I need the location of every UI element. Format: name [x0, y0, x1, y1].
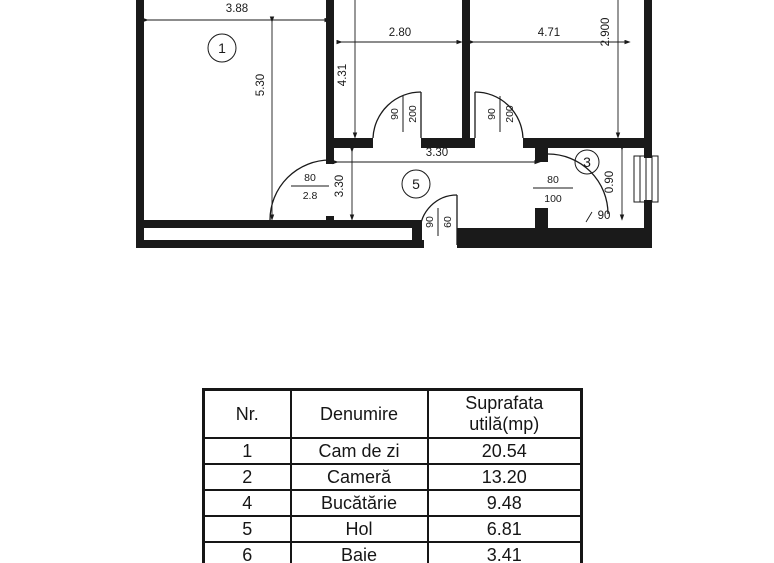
wall-room3-hinge-stub	[535, 208, 548, 228]
room-number-markers: 1 5 3	[207, 33, 600, 199]
wall-connector	[412, 220, 422, 248]
header-nr: Nr.	[202, 388, 292, 439]
table-row: 6 Baie 3.41	[202, 541, 583, 563]
dim-room1-height: 5.30	[255, 74, 267, 96]
door-arc-kitchen	[474, 91, 524, 139]
table-header-row: Nr. Denumire Suprafata utilă(mp)	[202, 388, 583, 439]
cell-area: 6.81	[426, 515, 583, 543]
header-denumire: Denumire	[289, 388, 429, 439]
room1-circle	[207, 33, 237, 63]
dim-hall-width: 3.30	[426, 147, 448, 159]
wall-room3-left-stub	[535, 148, 548, 162]
door-arc-entrance	[419, 194, 458, 233]
door-label-room3: 80 100	[533, 174, 573, 205]
cell-area: 20.54	[426, 437, 583, 465]
hall-circle	[401, 169, 431, 199]
room3-number: 3	[583, 154, 591, 170]
dim-room3-height: 0.90	[604, 171, 616, 193]
table-row: 5 Hol 6.81	[202, 515, 583, 543]
cell-nr: 2	[202, 463, 292, 491]
door-labels: 80 2.8 90 200 90 200 90 60 80	[291, 96, 573, 236]
window-room3	[633, 155, 659, 203]
wall-outer-left	[136, 0, 144, 248]
wall-hall-top-a	[334, 138, 373, 148]
door-entrance-width: 90	[424, 216, 436, 228]
cell-name: Bucătărie	[289, 489, 429, 517]
dim-room2-height: 4.31	[337, 64, 349, 86]
table-row: 1 Cam de zi 20.54	[202, 437, 583, 465]
hall-number: 5	[412, 176, 420, 192]
cell-nr: 4	[202, 489, 292, 517]
cell-name: Cam de zi	[289, 437, 429, 465]
door-room1-width: 80	[304, 172, 316, 184]
cell-nr: 5	[202, 515, 292, 543]
dim-room1-width: 3.88	[226, 3, 248, 15]
wall-inner-bottom	[144, 220, 416, 228]
wall-room2-kitchen-divider	[462, 0, 470, 138]
wall-outer-right-lower	[644, 200, 652, 228]
door-kitchen-height: 200	[504, 105, 516, 123]
dim-kitchen-width: 4.71	[538, 27, 560, 39]
wall-outer-right-upper	[644, 0, 652, 158]
room1-number: 1	[218, 40, 226, 56]
dim-room2-width: 2.80	[389, 27, 411, 39]
wall-outer-bottom-right	[457, 228, 652, 248]
dim-tick-room3-width	[585, 211, 593, 223]
area-table-section: Nr. Denumire Suprafata utilă(mp) 1 Cam d…	[202, 388, 583, 563]
header-suprafata-text: Suprafata utilă(mp)	[465, 393, 544, 434]
door-label-entrance: 90 60	[424, 208, 454, 236]
cell-nr: 1	[202, 437, 292, 465]
walls	[136, 0, 652, 248]
cell-area: 13.20	[426, 463, 583, 491]
door-kitchen-width: 90	[486, 108, 498, 120]
header-suprafata: Suprafata utilă(mp)	[426, 388, 583, 439]
cell-name: Hol	[289, 515, 429, 543]
wall-hall-top-c	[523, 138, 652, 148]
cell-area: 3.41	[426, 541, 583, 563]
table-row: 4 Bucătărie 9.48	[202, 489, 583, 517]
door-label-kitchen: 90 200	[486, 96, 516, 132]
door-arc-room1	[269, 159, 331, 221]
wall-room1-right-upper	[326, 0, 334, 164]
door-room2-height: 200	[407, 105, 419, 123]
door-entrance-height: 60	[442, 216, 454, 228]
door-room1-height: 2.8	[303, 190, 318, 202]
dim-kitchen-height: 2.900	[600, 18, 612, 47]
dimension-lines: 3.88 5.30 4.31 2.80 4.71 2.900 3.30 3.30…	[142, 0, 631, 223]
table-row: 2 Cameră 13.20	[202, 463, 583, 491]
dim-hall-height: 3.30	[334, 175, 346, 197]
door-label-room1: 80 2.8	[291, 172, 329, 202]
door-room2-width: 90	[389, 108, 401, 120]
cell-name: Baie	[289, 541, 429, 563]
wall-outer-bottom-left	[136, 240, 424, 248]
door-label-room2: 90 200	[389, 96, 419, 132]
dim-room3-width: 90	[598, 210, 611, 222]
room3-circle	[574, 149, 600, 175]
cell-nr: 6	[202, 541, 292, 563]
door-room3-width: 80	[547, 174, 559, 186]
door-arc-room2	[372, 91, 422, 139]
surface-area-table: Nr. Denumire Suprafata utilă(mp) 1 Cam d…	[202, 388, 583, 563]
cell-name: Cameră	[289, 463, 429, 491]
wall-hall-top-b	[421, 138, 475, 148]
door-room3-height: 100	[544, 193, 562, 205]
floor-plan-drawing: 3.88 5.30 4.31 2.80 4.71 2.900 3.30 3.30…	[136, 0, 659, 248]
cell-area: 9.48	[426, 489, 583, 517]
door-arc-room3	[547, 153, 609, 215]
